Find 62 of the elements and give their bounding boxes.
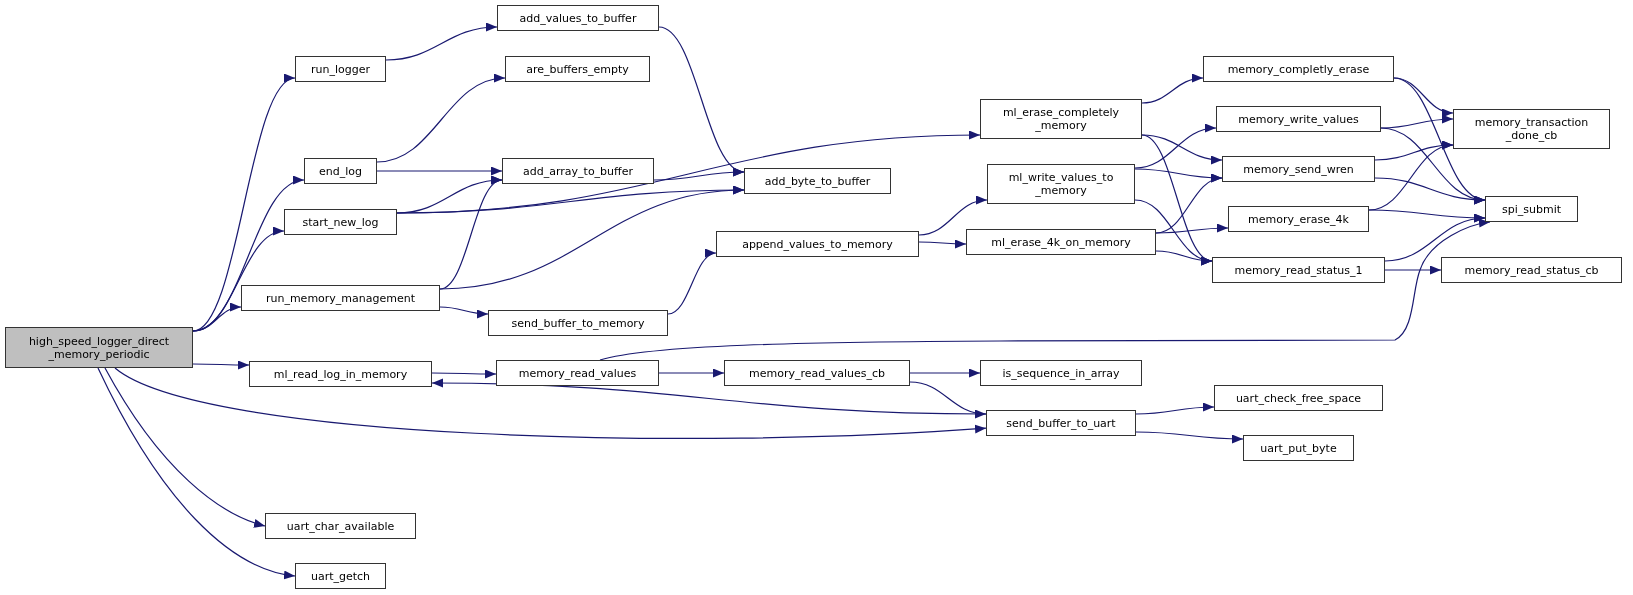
function-box: start_new_log <box>284 209 397 235</box>
function-box: spi_submit <box>1485 196 1578 222</box>
call-arrow <box>439 306 489 319</box>
function-box: run_logger <box>295 56 386 82</box>
call-arrow <box>114 367 987 439</box>
function-box: memory_erase_4k <box>1228 206 1369 232</box>
call-arrow <box>396 130 981 214</box>
call-arrow <box>1384 214 1486 262</box>
call-arrow <box>658 368 725 378</box>
function-box: send_buffer_to_uart <box>986 410 1136 436</box>
function-box: memory_read_status_1 <box>1212 257 1385 283</box>
call-arrow <box>1155 250 1213 266</box>
function-box: append_values_to_memory <box>716 231 919 257</box>
function-box: memory_read_status_cb <box>1441 257 1622 283</box>
call-arrow <box>1135 402 1215 415</box>
function-box: ml_erase_completely _memory <box>980 99 1142 139</box>
call-arrow <box>667 251 717 315</box>
function-box: memory_completly_erase <box>1203 56 1394 82</box>
call-arrow <box>376 74 506 163</box>
call-arrow <box>97 367 296 579</box>
function-box: end_log <box>304 158 377 184</box>
call-arrow <box>192 303 242 332</box>
function-box: uart_check_free_space <box>1214 385 1383 411</box>
call-arrow <box>1374 177 1486 205</box>
function-box: uart_put_byte <box>1243 435 1354 461</box>
call-arrow <box>385 23 498 61</box>
call-arrow <box>1134 124 1217 169</box>
function-box: are_buffers_empty <box>505 56 650 82</box>
function-box: memory_transaction _done_cb <box>1453 109 1610 149</box>
call-arrow <box>1141 134 1223 164</box>
function-box: add_values_to_buffer <box>497 5 659 31</box>
call-arrow <box>1384 265 1442 275</box>
call-arrow <box>192 360 250 370</box>
call-arrow <box>431 378 987 415</box>
call-arrow <box>1135 431 1244 444</box>
call-arrow <box>431 369 497 379</box>
function-box: memory_send_wren <box>1222 156 1375 182</box>
function-box: uart_getch <box>295 563 386 589</box>
call-arrow <box>1141 74 1204 104</box>
call-arrow <box>918 239 967 249</box>
function-box: is_sequence_in_array <box>980 360 1142 386</box>
call-arrow <box>439 186 745 290</box>
call-arrow <box>1155 223 1229 234</box>
function-box: run_memory_management <box>241 285 440 311</box>
function-box: uart_char_available <box>265 513 416 539</box>
function-box: send_buffer_to_memory <box>488 310 668 336</box>
call-arrow <box>1380 114 1454 129</box>
call-arrow <box>104 367 266 528</box>
function-box: ml_read_log_in_memory <box>249 361 432 387</box>
function-box: add_array_to_buffer <box>502 158 654 184</box>
call-arrow <box>376 166 503 176</box>
function-box: memory_read_values_cb <box>724 360 910 386</box>
call-arrow <box>918 196 988 236</box>
call-arrow <box>909 368 981 378</box>
function-box: add_byte_to_buffer <box>744 168 891 194</box>
function-box: memory_write_values <box>1216 106 1381 132</box>
function-box: high_speed_logger_direct _memory_periodic <box>5 327 193 368</box>
function-box: ml_erase_4k_on_memory <box>966 229 1156 255</box>
call-arrow <box>599 219 1491 361</box>
function-box: ml_write_values_to _memory <box>987 164 1135 204</box>
call-arrow <box>653 167 745 181</box>
function-box: memory_read_values <box>496 360 659 386</box>
